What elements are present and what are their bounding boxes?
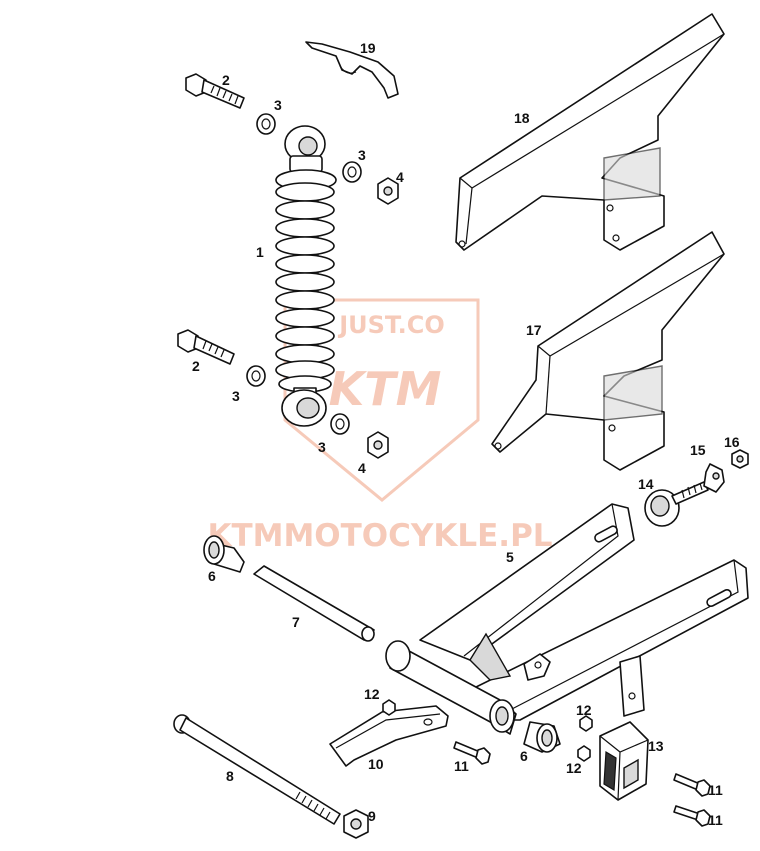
watermark: JUST.CO KTM KTMMOTOCYKLE.PL	[207, 298, 553, 554]
label-1: 1	[256, 244, 264, 260]
bushing-lower	[523, 721, 561, 753]
label-2-upper: 2	[222, 72, 230, 88]
label-11-right-lower: 11	[708, 812, 723, 828]
label-7: 7	[292, 614, 300, 630]
swingarm	[385, 503, 749, 735]
label-5: 5	[506, 549, 514, 565]
chain-slider	[329, 705, 449, 767]
chain-slider-roller	[644, 481, 709, 527]
nuts	[367, 177, 399, 459]
bolt-lower	[177, 329, 235, 365]
label-3-upper-left: 3	[274, 97, 282, 113]
bushing-upper	[203, 535, 245, 573]
label-17: 17	[526, 322, 542, 338]
label-19: 19	[360, 40, 376, 56]
nut-small	[731, 449, 749, 469]
label-13: 13	[648, 738, 664, 754]
label-12-left: 12	[364, 686, 380, 702]
label-3-lower-left: 3	[232, 388, 240, 404]
axle-sleeve	[253, 565, 375, 642]
shock-spring	[275, 182, 335, 380]
label-6-lower: 6	[520, 748, 528, 764]
label-2-lower: 2	[192, 358, 200, 374]
watermark-site: KTMMOTOCYKLE.PL	[207, 518, 552, 554]
label-3-lower-right: 3	[318, 439, 326, 455]
washers	[246, 113, 362, 435]
bolt-upper	[185, 73, 245, 109]
label-15: 15	[690, 442, 706, 458]
watermark-badge-logo: KTM	[329, 362, 442, 416]
chain-guard-lower	[491, 231, 725, 471]
chain-guide	[599, 721, 649, 801]
small-nuts	[382, 699, 593, 762]
label-18: 18	[514, 110, 530, 126]
label-12-right-upper: 12	[576, 702, 592, 718]
part-labels: 1 2 3 3 4 2 3 3 4 5 6 6 7 8 9 10 11 11 1…	[192, 40, 740, 828]
axle-nut	[343, 809, 369, 839]
label-14: 14	[638, 476, 654, 492]
label-12-right-lower: 12	[566, 760, 582, 776]
small-bolts	[453, 741, 711, 827]
label-16: 16	[724, 434, 740, 450]
watermark-badge-top: JUST.CO	[337, 311, 445, 339]
spanner-wrench	[305, 41, 399, 99]
label-4-lower: 4	[358, 460, 366, 476]
label-11-left: 11	[454, 758, 469, 774]
label-9: 9	[368, 808, 376, 824]
label-10: 10	[368, 756, 384, 772]
shock-absorber	[275, 125, 337, 427]
label-3-upper-right: 3	[358, 147, 366, 163]
clip-nut	[703, 463, 725, 493]
label-8: 8	[226, 768, 234, 784]
chain-guard-upper	[455, 13, 725, 251]
label-6-upper: 6	[208, 568, 216, 584]
label-11-right-upper: 11	[708, 782, 723, 798]
label-4-upper: 4	[396, 169, 404, 185]
pivot-axle	[173, 714, 341, 825]
